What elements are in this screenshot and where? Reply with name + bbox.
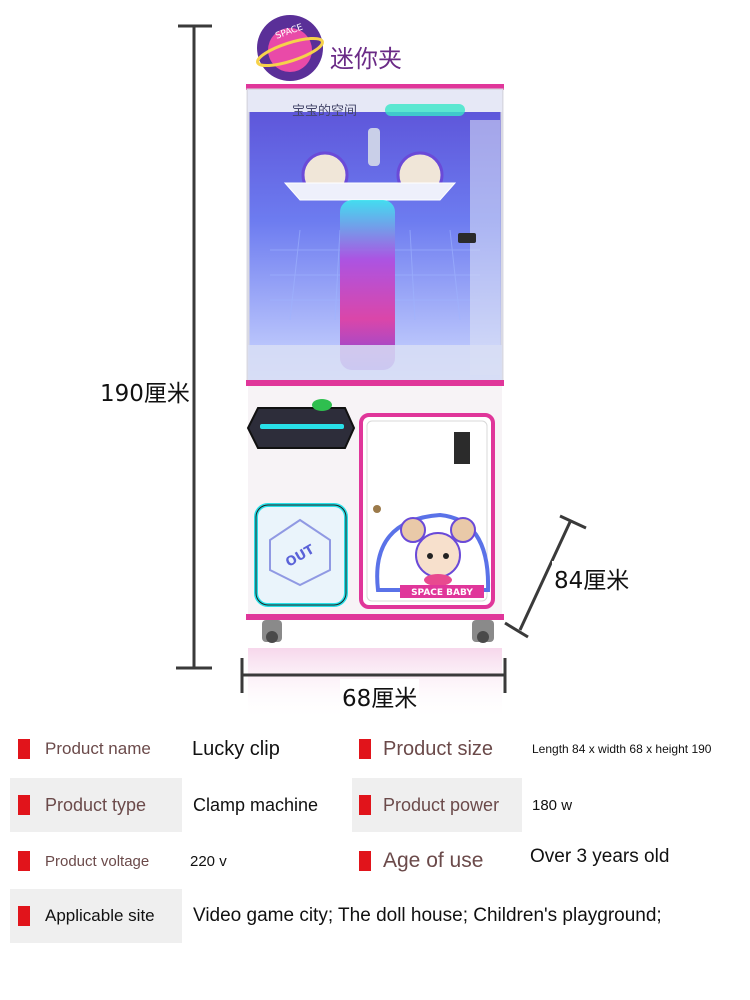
- spec-label: Product power: [383, 794, 500, 815]
- marker-icon: [18, 851, 30, 871]
- spec-label-cell: Product type: [10, 778, 180, 832]
- depth-dimension-label: 84厘米: [552, 561, 632, 595]
- spec-row-2: Product type Clamp machine Product power…: [10, 778, 740, 832]
- height-dimension-label: 190厘米: [98, 374, 192, 408]
- spec-label-cell: Product name: [10, 722, 180, 776]
- spec-value: Clamp machine: [193, 794, 319, 815]
- spec-value: Video game city; The doll house; Childre…: [193, 905, 662, 926]
- spec-value-cell: 180 w: [522, 778, 740, 832]
- spec-label: Product name: [45, 739, 151, 758]
- marker-icon: [359, 795, 371, 815]
- spec-value-cell: Clamp machine: [182, 778, 352, 832]
- space-baby-character: [375, 512, 491, 592]
- spec-label: Product size: [383, 737, 494, 760]
- spec-value: Lucky clip: [192, 737, 280, 760]
- spec-value-cell: 220 v: [190, 834, 350, 888]
- spec-value-cell: Length 84 x width 68 x height 190: [532, 722, 740, 776]
- spec-label: Product voltage: [45, 852, 150, 870]
- marker-icon: [18, 739, 30, 759]
- spec-row-1: Product name Lucky clip Product size Len…: [10, 722, 740, 776]
- spec-value: 220 v: [190, 852, 227, 870]
- spec-value-cell: Over 3 years old: [530, 834, 740, 888]
- spec-label-cell: Applicable site: [10, 889, 180, 943]
- spec-value: 180 w: [532, 796, 573, 814]
- marker-icon: [18, 906, 30, 926]
- spec-label: Product type: [45, 794, 147, 815]
- claw-machine-illustration: SPACE 迷你夹 宝宝的空间: [176, 15, 587, 720]
- marker-icon: [18, 795, 30, 815]
- marker-icon: [359, 739, 371, 759]
- spec-value-cell: Video game city; The doll house; Childre…: [182, 889, 740, 943]
- space-baby-badge: SPACE BABY: [411, 588, 473, 598]
- cabinet-sign: 宝宝的空间: [292, 103, 357, 119]
- brand-logo: SPACE: [256, 15, 324, 81]
- spec-label: Age of use: [383, 849, 484, 872]
- width-dimension-label: 68厘米: [340, 679, 420, 713]
- spec-label-cell: Product voltage: [10, 834, 180, 888]
- spec-row-3: Product voltage 220 v Age of use Over 3 …: [10, 834, 740, 888]
- spec-label: Applicable site: [45, 906, 155, 925]
- spec-value-cell: Lucky clip: [192, 722, 352, 776]
- marker-icon: [359, 851, 371, 871]
- product-title: 迷你夹: [330, 45, 402, 73]
- spec-value: Over 3 years old: [530, 846, 670, 867]
- spec-label-cell: Age of use: [355, 834, 525, 888]
- spec-value: Length 84 x width 68 x height 190: [532, 742, 712, 756]
- spec-label-cell: Product size: [355, 722, 525, 776]
- spec-row-4: Applicable site Video game city; The dol…: [10, 889, 740, 943]
- spec-label-cell: Product power: [355, 778, 525, 832]
